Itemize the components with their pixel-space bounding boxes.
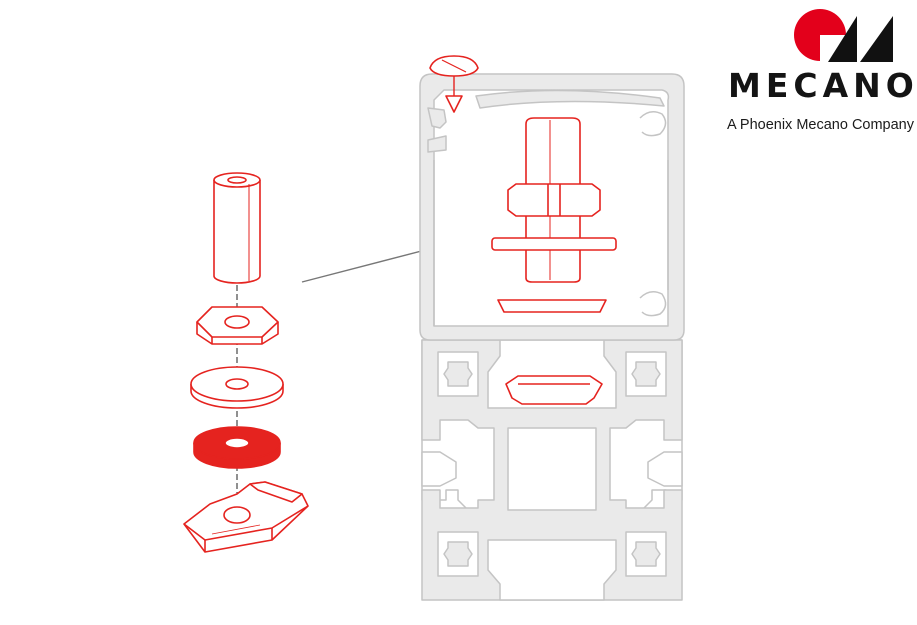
profile-left-slot xyxy=(421,451,457,487)
profile-right-slot xyxy=(647,451,683,487)
brand-name: MECANO xyxy=(728,66,917,105)
assembled-fastener-stack xyxy=(491,117,617,313)
cover-screw xyxy=(429,55,479,113)
t-slot-nut xyxy=(183,481,309,553)
profile-center-cavity xyxy=(507,427,597,511)
standoff-spacer xyxy=(213,172,261,284)
brand-tagline: A Phoenix Mecano Company xyxy=(727,117,914,133)
flat-washer xyxy=(190,366,284,409)
assembled-washer xyxy=(491,237,617,251)
assembled-t-slot-nut xyxy=(505,375,603,405)
assembled-lower-plate xyxy=(497,299,607,313)
exploded-parts xyxy=(183,172,309,553)
profile-corner-cores xyxy=(443,361,661,567)
hex-nut xyxy=(196,306,279,345)
profile-bottom-slot xyxy=(487,539,617,601)
aluminium-profile xyxy=(421,339,683,601)
assembled-nut xyxy=(507,183,601,217)
logo-black-m-right xyxy=(860,16,893,62)
lock-washer xyxy=(193,426,281,469)
logo-black-m-left xyxy=(828,16,857,62)
logo-red-circle xyxy=(794,9,846,61)
mecano-logo xyxy=(794,9,893,62)
